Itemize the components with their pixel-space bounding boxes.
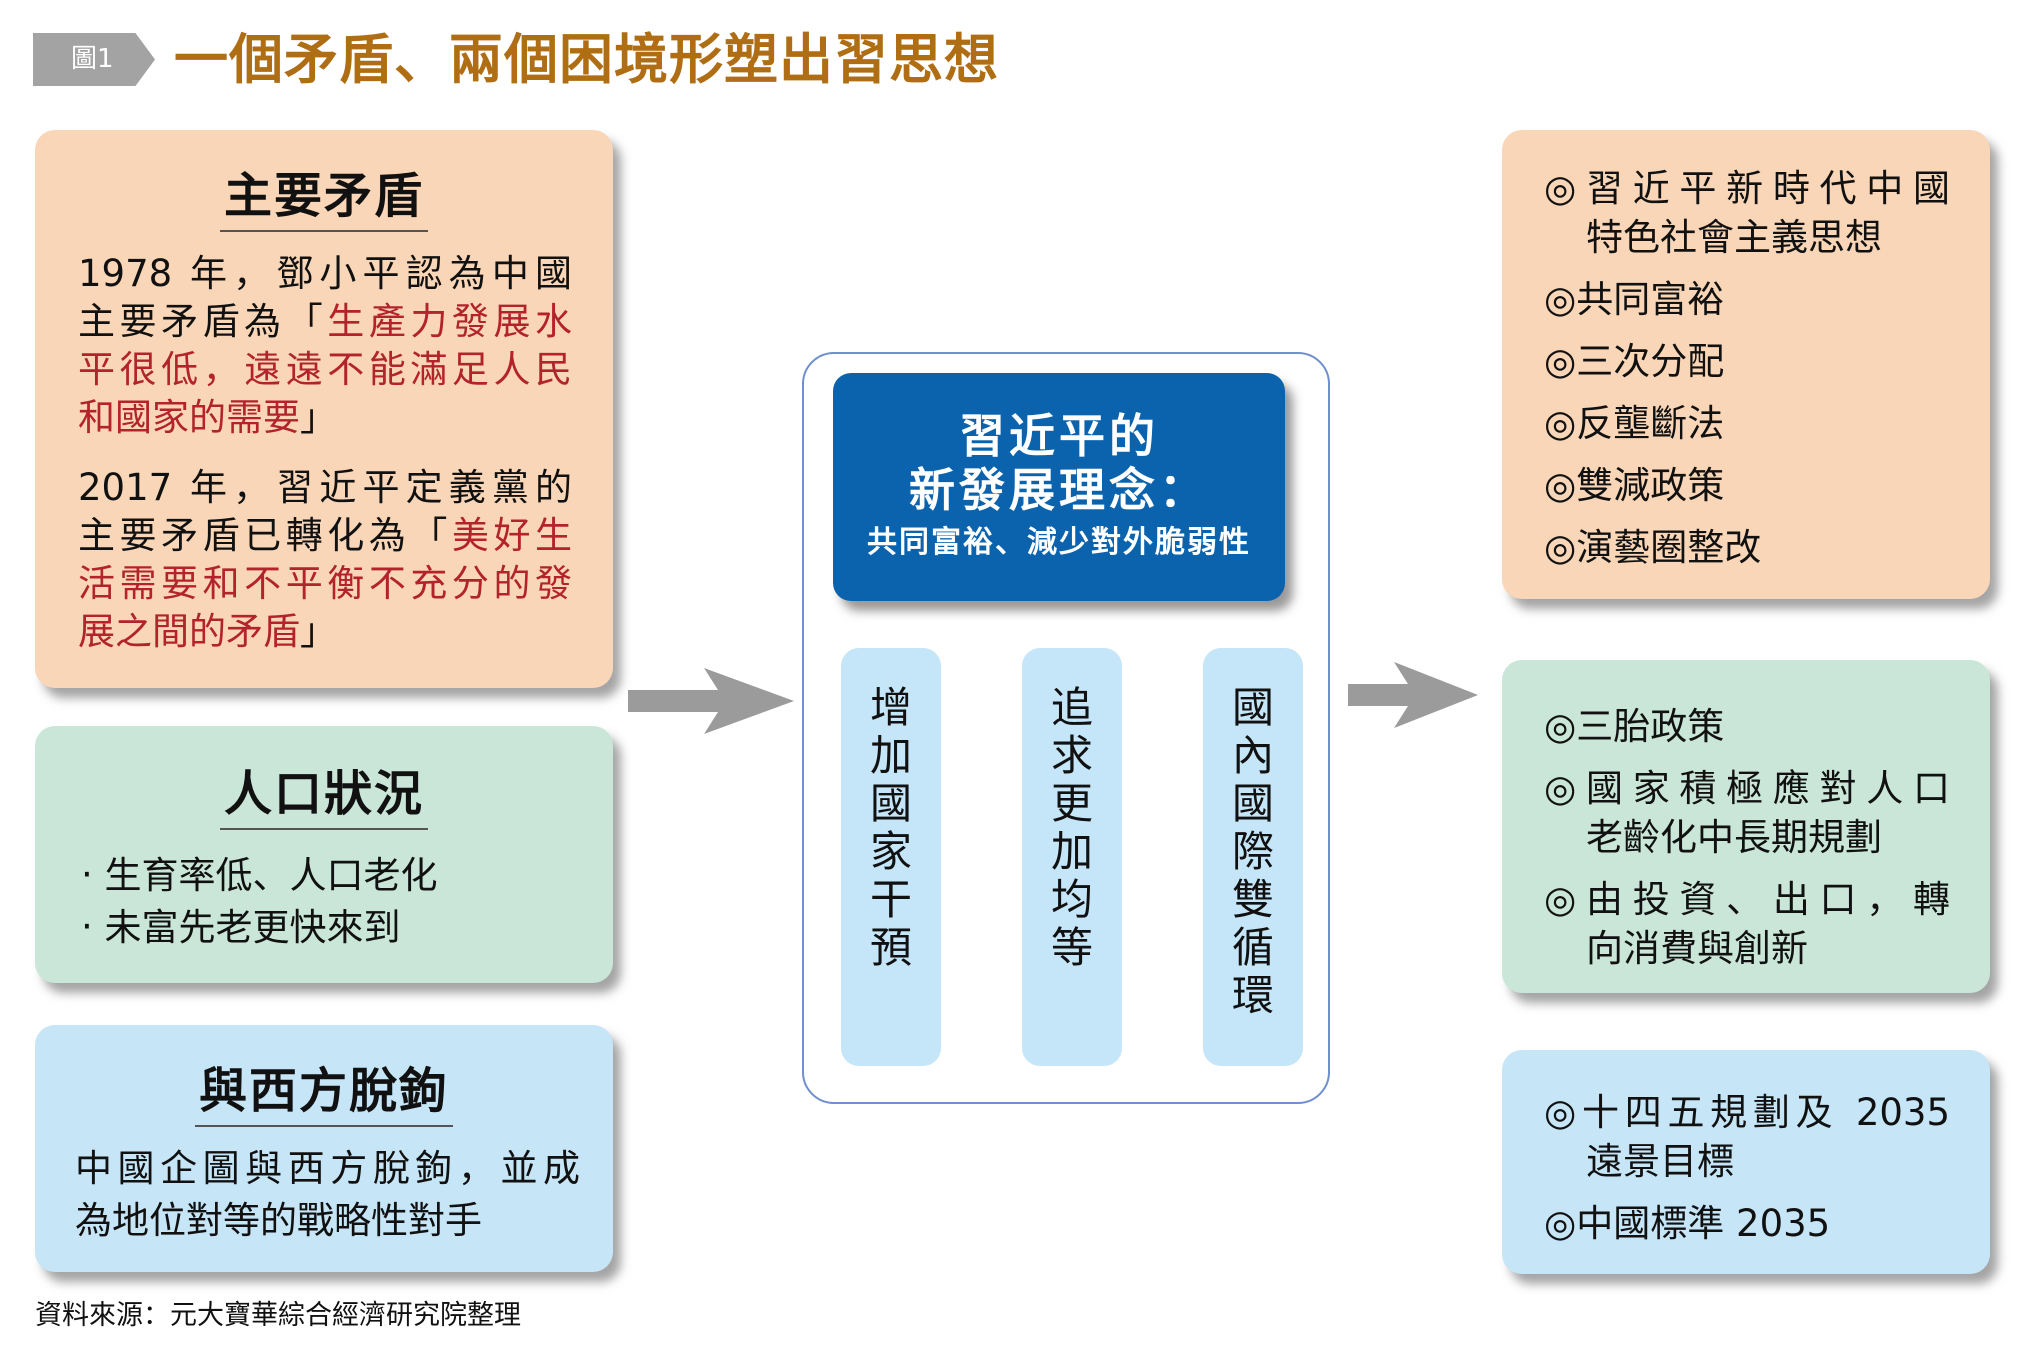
pillar-char: 加 <box>869 731 912 780</box>
policy-text: ◎反壟斷法 <box>1544 402 1725 445</box>
policy-item: ◎由投資、出口，轉向消費與創新 <box>1544 875 1950 973</box>
pillar-char: 求 <box>1050 731 1093 780</box>
paragraph-line: 活需要和不平衡不充分的發 <box>78 560 572 608</box>
policy-item: ◎中國標準 2035 <box>1544 1199 1950 1248</box>
policy-text-continued: 遠景目標 <box>1586 1140 1734 1183</box>
pillar-char: 際 <box>1231 827 1274 876</box>
pillar-char: 增 <box>869 683 912 732</box>
contradiction-paragraph-2: 2017 年，習近平定義黨的主要矛盾已轉化為「美好生活需要和不平衡不充分的發展之… <box>78 464 572 656</box>
policy-item: ◎演藝圈整改 <box>1544 523 1950 572</box>
highlighted-quote: 美好生 <box>451 514 573 557</box>
figure-badge: 圖1 <box>33 33 155 86</box>
policies-box-common-prosperity: ◎習近平新時代中國特色社會主義思想 ◎共同富裕 ◎三次分配 ◎反壟斷法 ◎雙減政策 ◎演藝… <box>1502 130 1990 599</box>
pillar-char: 環 <box>1231 971 1274 1020</box>
decoupling-line: 為地位對等的戰略性對手 <box>75 1199 482 1242</box>
policy-text: ◎習近平新時代中國 <box>1544 167 1950 210</box>
pillar-char: 干 <box>869 875 912 924</box>
policies-box-standards: ◎十四五規劃及 2035 遠景目標 ◎中國標準 2035 <box>1502 1050 1990 1274</box>
paragraph-line: 主要矛盾為「生產力發展水 <box>78 298 572 346</box>
pillar-char: 雙 <box>1231 875 1274 924</box>
policy-text: ◎三次分配 <box>1544 340 1725 383</box>
highlighted-quote: 生產力發展水 <box>327 300 573 343</box>
policy-text: ◎共同富裕 <box>1544 278 1725 321</box>
population-bullets: ‧ 生育率低、人口老化 ‧ 未富先老更快來到 <box>81 850 438 954</box>
policy-text: ◎十四五規劃及 2035 <box>1544 1091 1950 1134</box>
policy-text: ◎三胎政策 <box>1544 705 1725 748</box>
text-segment: 1978 年，鄧小平認為中國 <box>78 252 572 295</box>
decoupling-text: 中國企圖與西方脫鉤，並成 為地位對等的戰略性對手 <box>75 1143 580 1247</box>
policy-item: ◎三次分配 <box>1544 337 1950 386</box>
new-development-concept-frame <box>802 352 1330 1104</box>
pillar-char: 預 <box>869 923 912 972</box>
policy-text: ◎中國標準 2035 <box>1544 1202 1831 1245</box>
policy-item: ◎習近平新時代中國特色社會主義思想 <box>1544 164 1950 262</box>
text-segment: 主要矛盾已轉化為「 <box>78 514 452 557</box>
concept-subtitle: 共同富裕、減少對外脆弱性 <box>867 525 1251 560</box>
pillar-char: 內 <box>1231 731 1274 780</box>
paragraph-line: 2017 年，習近平定義黨的 <box>78 464 572 512</box>
figure-label: 圖1 <box>71 44 114 74</box>
pillar-char: 循 <box>1231 923 1274 972</box>
policy-item: ◎反壟斷法 <box>1544 399 1950 448</box>
population-heading: 人口狀況 <box>35 764 613 830</box>
policy-text: ◎由投資、出口，轉 <box>1544 878 1950 921</box>
decoupling-box: 與西方脫鉤 中國企圖與西方脫鉤，並成 為地位對等的戰略性對手 <box>35 1025 613 1272</box>
pillar-char: 等 <box>1050 923 1093 972</box>
pillar-char: 國 <box>1231 779 1274 828</box>
contradiction-paragraph-1: 1978 年，鄧小平認為中國主要矛盾為「生產力發展水平很低，遠遠不能滿足人民和國… <box>78 250 572 442</box>
population-box: 人口狀況 ‧ 生育率低、人口老化 ‧ 未富先老更快來到 <box>35 726 613 983</box>
arrow-shape <box>1348 662 1478 728</box>
policy-item: ◎雙減政策 <box>1544 461 1950 510</box>
source-note: 資料來源：元大寶華綜合經濟研究院整理 <box>35 1300 521 1331</box>
right-arrow-icon <box>628 668 794 734</box>
text-segment: 」 <box>300 396 337 439</box>
main-contradiction-box: 主要矛盾 1978 年，鄧小平認為中國主要矛盾為「生產力發展水平很低，遠遠不能滿… <box>35 130 613 688</box>
paragraph-line: 主要矛盾已轉化為「美好生 <box>78 512 572 560</box>
page-title: 一個矛盾、兩個困境形塑出習思想 <box>174 27 999 91</box>
policy-text: ◎國家積極應對人口 <box>1544 767 1950 810</box>
pillar-char: 更 <box>1050 779 1093 828</box>
pillar-char: 追 <box>1050 683 1093 732</box>
text-segment: 主要矛盾為「 <box>78 300 328 343</box>
paragraph-line: 和國家的需要」 <box>78 394 572 442</box>
pillar-equality: 追求更加均等 <box>1022 648 1122 1066</box>
pillar-char: 國 <box>1231 683 1274 732</box>
policy-item: ◎共同富裕 <box>1544 275 1950 324</box>
pillar-char: 加 <box>1050 827 1093 876</box>
policies-box-population: ◎三胎政策 ◎國家積極應對人口老齡化中長期規劃 ◎由投資、出口，轉向消費與創新 <box>1502 660 1990 993</box>
pillar-char: 均 <box>1050 875 1093 924</box>
pillar-state-intervention: 增加國家干預 <box>841 648 941 1066</box>
pillar-char: 家 <box>869 827 912 876</box>
main-contradiction-heading: 主要矛盾 <box>35 166 613 232</box>
highlighted-quote: 展之間的矛盾 <box>78 610 300 653</box>
policy-text-continued: 特色社會主義思想 <box>1586 216 1882 259</box>
policy-item: ◎三胎政策 <box>1544 702 1950 751</box>
policy-text: ◎演藝圈整改 <box>1544 526 1762 569</box>
new-development-concept-box: 習近平的 新發展理念： 共同富裕、減少對外脆弱性 <box>833 373 1285 601</box>
paragraph-line: 1978 年，鄧小平認為中國 <box>78 250 572 298</box>
paragraph-line: 展之間的矛盾」 <box>78 608 572 656</box>
decoupling-heading: 與西方脫鉤 <box>35 1061 613 1127</box>
text-segment: 」 <box>300 610 337 653</box>
text-segment: 2017 年，習近平定義黨的 <box>78 466 572 509</box>
policy-item: ◎十四五規劃及 2035 遠景目標 <box>1544 1088 1950 1186</box>
policy-text-continued: 老齡化中長期規劃 <box>1586 816 1882 859</box>
decoupling-line: 中國企圖與西方脫鉤，並成 <box>75 1147 580 1190</box>
policy-text-continued: 向消費與創新 <box>1586 927 1808 970</box>
population-bullet: ‧ 生育率低、人口老化 <box>81 854 438 897</box>
arrow-shape <box>628 668 794 734</box>
pillar-dual-circulation: 國內國際雙循環 <box>1203 648 1303 1066</box>
pillar-char: 國 <box>869 779 912 828</box>
concept-title: 習近平的 新發展理念： <box>909 409 1209 517</box>
highlighted-quote: 平很低，遠遠不能滿足人民 <box>78 348 572 391</box>
highlighted-quote: 活需要和不平衡不充分的發 <box>78 562 572 605</box>
highlighted-quote: 和國家的需要 <box>78 396 300 439</box>
policy-text: ◎雙減政策 <box>1544 464 1725 507</box>
paragraph-line: 平很低，遠遠不能滿足人民 <box>78 346 572 394</box>
population-bullet: ‧ 未富先老更快來到 <box>81 906 401 949</box>
right-arrow-icon <box>1348 662 1478 728</box>
policy-item: ◎國家積極應對人口老齡化中長期規劃 <box>1544 764 1950 862</box>
